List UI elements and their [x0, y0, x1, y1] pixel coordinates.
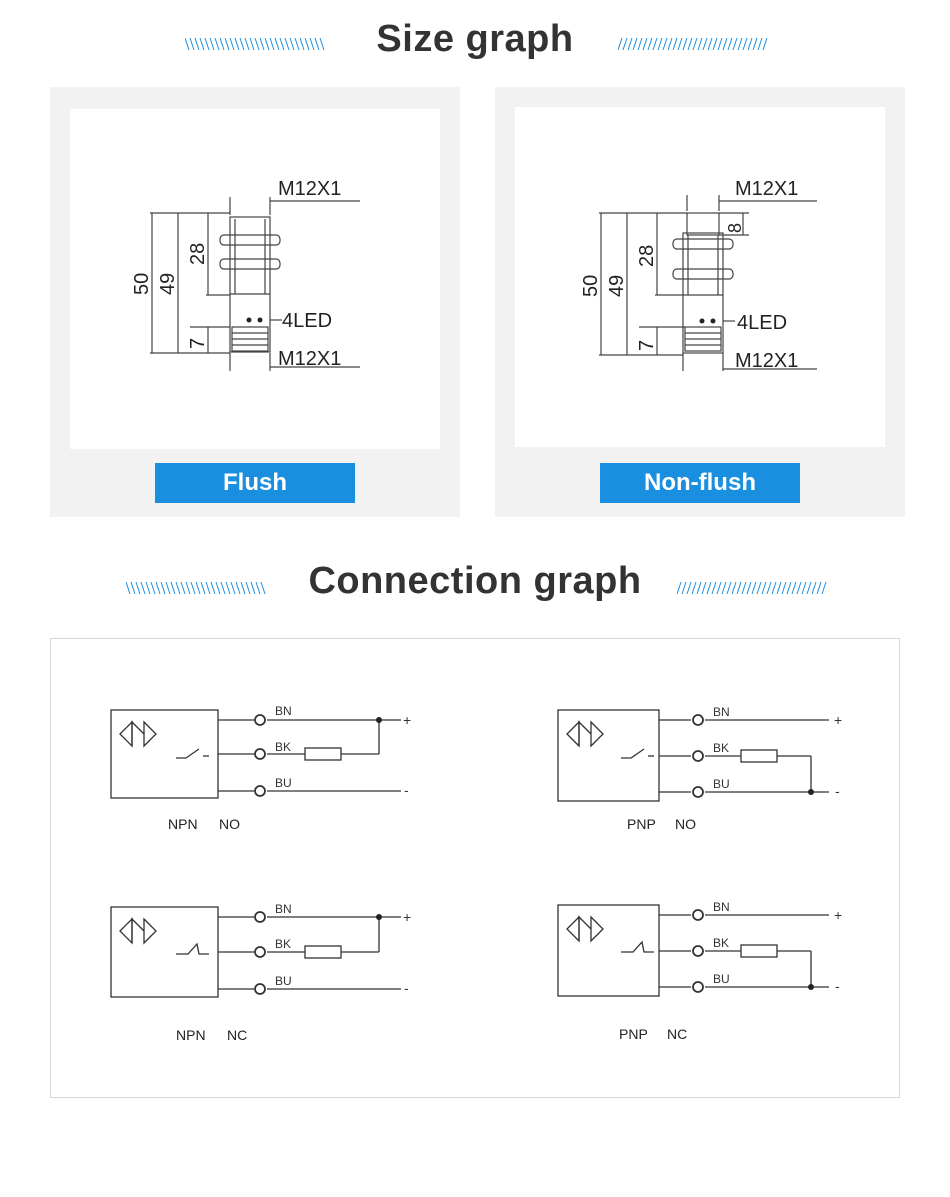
flush-panel: M12X1 M12X1 4LED 50 49 28 7 Flush — [50, 87, 460, 517]
npn-no-junction — [376, 717, 382, 723]
pnp-nc-wire-bn: BN — [713, 900, 730, 914]
pnp-nc-contact: NC — [667, 1026, 687, 1042]
npn-no-type: NPN — [168, 816, 198, 832]
flush-drawing-card: M12X1 M12X1 4LED 50 49 28 7 — [70, 109, 440, 449]
pnp-nc-plus: + — [834, 907, 842, 923]
flush-dim-total: 50 — [131, 273, 153, 295]
pnp-no-plus: + — [834, 712, 842, 728]
hatch-decoration-left — [185, 37, 325, 51]
pnp-no-wire-bk: BK — [713, 741, 729, 755]
pnp-nc-diagram — [557, 904, 829, 997]
nonflush-dim-body: 49 — [606, 275, 628, 297]
npn-nc-wire-bn: BN — [275, 902, 292, 916]
nonflush-dim-head: 8 — [725, 223, 745, 233]
npn-nc-wire-bu: BU — [275, 974, 292, 988]
pnp-no-junction — [808, 789, 814, 795]
npn-nc-minus: - — [404, 980, 409, 996]
nonflush-led-label: 4LED — [737, 312, 787, 334]
npn-nc-type: NPN — [176, 1027, 206, 1043]
pnp-nc-junction — [808, 984, 814, 990]
npn-nc-contact: NC — [227, 1027, 247, 1043]
connection-diagrams: BN BK BU + - NPN NO BN — [110, 704, 842, 1043]
nonflush-panel: M12X1 M12X1 4LED 8 50 49 28 7 Non-flush — [495, 87, 905, 517]
connection-diagrams-box: BN BK BU + - NPN NO BN — [50, 638, 900, 1098]
hatch-decoration-left-2 — [126, 581, 266, 595]
flush-dim-thread: 28 — [187, 243, 209, 265]
size-graph-title: Size graph — [376, 18, 574, 60]
hatch-decoration-right-2 — [677, 581, 827, 595]
npn-no-wire-bk: BK — [275, 740, 291, 754]
connection-graph-title: Connection graph — [308, 560, 642, 602]
flush-dim-cap: 7 — [187, 338, 209, 349]
npn-no-diagram — [110, 709, 401, 799]
flush-led-label: 4LED — [282, 310, 332, 332]
npn-no-wire-bu: BU — [275, 776, 292, 790]
hatch-decoration-right — [618, 37, 768, 51]
pnp-nc-wire-bu: BU — [713, 972, 730, 986]
npn-no-contact: NO — [219, 816, 240, 832]
pnp-nc-wire-bk: BK — [713, 936, 729, 950]
flush-dim-body: 49 — [157, 273, 179, 295]
npn-no-plus: + — [403, 712, 411, 728]
flush-dimension-drawing: M12X1 M12X1 4LED 50 49 28 7 — [131, 178, 360, 371]
nonflush-tag: Non-flush — [600, 463, 800, 503]
pnp-nc-type: PNP — [619, 1026, 648, 1042]
pnp-no-wire-bu: BU — [713, 777, 730, 791]
nonflush-dim-cap: 7 — [636, 340, 658, 351]
pnp-no-contact: NO — [675, 816, 696, 832]
pnp-no-type: PNP — [627, 816, 656, 832]
pnp-nc-minus: - — [835, 978, 840, 994]
flush-thread-top-label: M12X1 — [278, 178, 341, 200]
nonflush-dim-thread: 28 — [636, 245, 658, 267]
npn-nc-plus: + — [403, 909, 411, 925]
flush-thread-bottom-label: M12X1 — [278, 348, 341, 370]
nonflush-dimension-drawing: M12X1 M12X1 4LED 8 50 49 28 7 — [580, 178, 817, 372]
pnp-no-minus: - — [835, 783, 840, 799]
pnp-no-diagram — [557, 709, 829, 802]
nonflush-thread-bottom-label: M12X1 — [735, 350, 798, 372]
npn-nc-wire-bk: BK — [275, 937, 291, 951]
npn-nc-diagram — [110, 906, 401, 998]
nonflush-dim-total: 50 — [580, 275, 602, 297]
pnp-no-wire-bn: BN — [713, 705, 730, 719]
npn-nc-junction — [376, 914, 382, 920]
nonflush-thread-top-label: M12X1 — [735, 178, 798, 200]
nonflush-drawing-card: M12X1 M12X1 4LED 8 50 49 28 7 — [515, 107, 885, 447]
flush-tag: Flush — [155, 463, 355, 503]
npn-no-wire-bn: BN — [275, 704, 292, 718]
npn-no-minus: - — [404, 782, 409, 798]
